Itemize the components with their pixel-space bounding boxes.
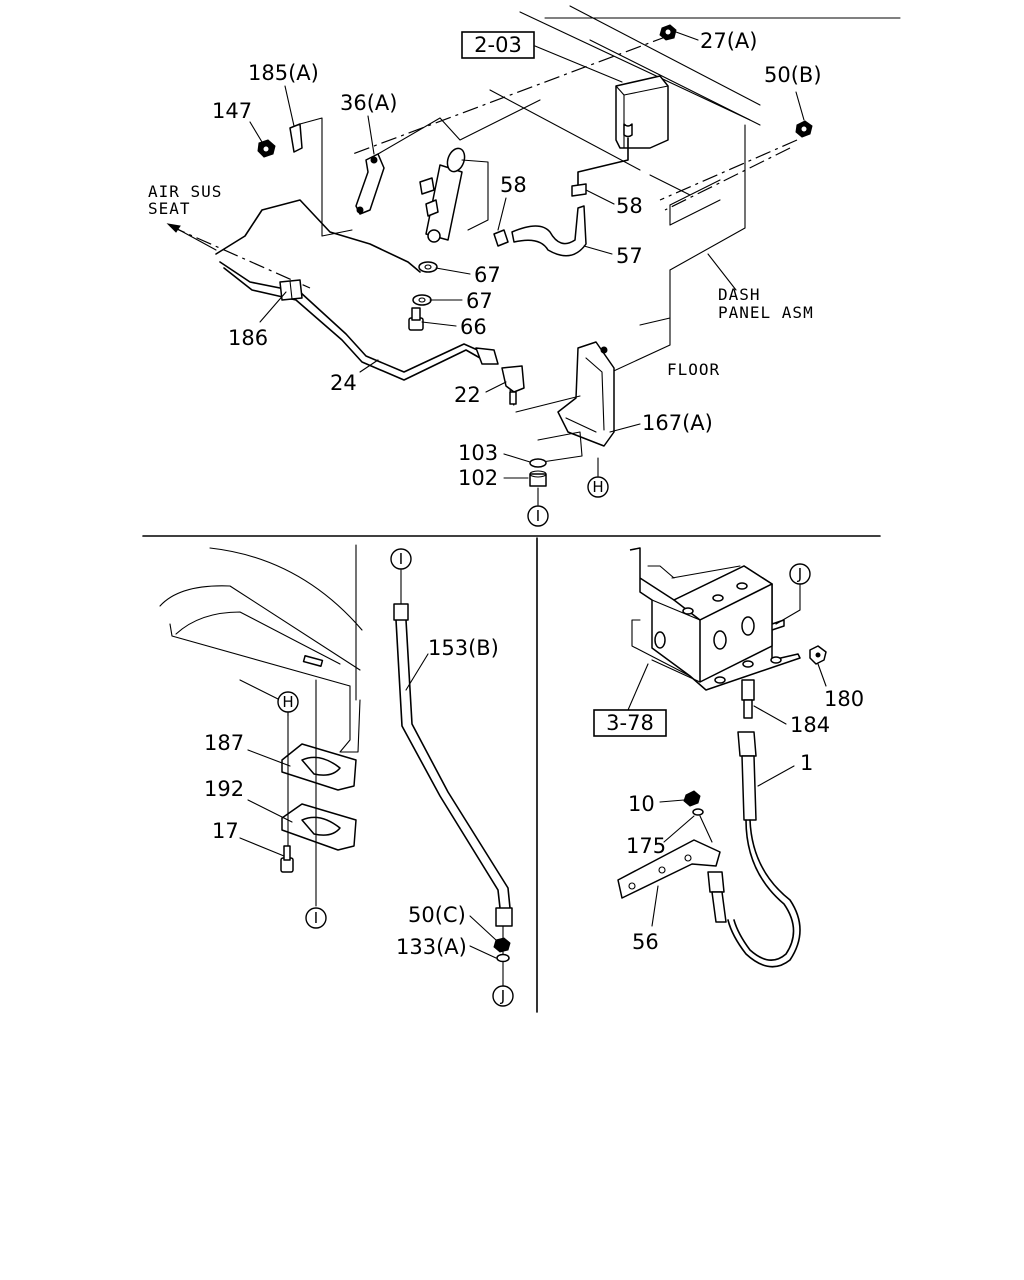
label-187: 187 xyxy=(204,731,244,755)
label-167a: 167(A) xyxy=(642,411,713,435)
nut-180 xyxy=(809,645,827,665)
label-186: 186 xyxy=(228,326,268,350)
connector-mark-j-block: J xyxy=(789,563,811,585)
bracket-185a xyxy=(289,117,353,237)
pipe-153b xyxy=(393,569,513,987)
nut-10 xyxy=(683,790,701,807)
pipe-24 xyxy=(215,199,499,381)
label-192: 192 xyxy=(204,777,244,801)
nut-147 xyxy=(257,139,276,158)
label-27a: 27(A) xyxy=(700,29,757,53)
ref-box-2-03[interactable]: 2-03 xyxy=(461,31,535,59)
clamp-186 xyxy=(279,279,303,301)
section-dividers xyxy=(142,535,881,1013)
hose-1 xyxy=(727,731,801,968)
washer-67-lower xyxy=(412,294,432,306)
label-133a: 133(A) xyxy=(396,935,467,959)
label-56: 56 xyxy=(632,930,659,954)
label-67-lower: 67 xyxy=(466,289,493,313)
svg-text:H: H xyxy=(282,693,293,711)
label-17: 17 xyxy=(212,819,239,843)
bracket-56 xyxy=(617,839,721,899)
washer-133a xyxy=(496,953,510,963)
nut-50c xyxy=(493,937,511,953)
note-dash-panel: DASH PANEL ASM xyxy=(718,285,814,322)
nut-102 xyxy=(529,470,547,487)
label-66: 66 xyxy=(460,315,487,339)
bracket-36a xyxy=(355,99,541,215)
connector-mark-h-bracket: H xyxy=(277,691,299,713)
svg-text:I: I xyxy=(314,909,318,927)
floor-panel-outline xyxy=(159,544,363,753)
label-36a: 36(A) xyxy=(340,91,397,115)
label-147: 147 xyxy=(212,99,252,123)
part-labels: 27(A) 50(B) 185(A) 36(A) 147 58 58 57 67… xyxy=(204,29,864,959)
ref-box-2-03-label: 2-03 xyxy=(474,33,522,57)
dash-panel-outline xyxy=(489,5,901,376)
label-102: 102 xyxy=(458,466,498,490)
bolt-17 xyxy=(280,845,294,873)
washer-103 xyxy=(529,458,547,468)
bolt-66 xyxy=(408,307,424,331)
label-58-right: 58 xyxy=(616,194,643,218)
connector-mark-i-bracket: I xyxy=(305,907,327,929)
ref-box-3-78-label: 3-78 xyxy=(606,711,654,735)
fitting-22 xyxy=(501,365,525,405)
label-50b: 50(B) xyxy=(764,63,822,87)
hose-57 xyxy=(511,205,587,257)
bracket-192 xyxy=(281,803,357,851)
washer-175 xyxy=(692,808,713,843)
connector-mark-j-pipe: J xyxy=(492,985,514,1007)
svg-text:J: J xyxy=(797,565,802,583)
centerlines-lower-left xyxy=(287,679,317,907)
nut-27a xyxy=(659,24,677,41)
reservoir-tank xyxy=(577,75,669,189)
nut-50b xyxy=(795,120,813,138)
label-184: 184 xyxy=(790,713,830,737)
ref-box-3-78[interactable]: 3-78 xyxy=(593,709,667,737)
clutch-cylinder xyxy=(419,147,489,243)
bracket-167a xyxy=(515,341,615,463)
washer-67-upper xyxy=(418,261,438,273)
svg-text:H: H xyxy=(592,478,603,496)
clip-58-left xyxy=(493,229,509,247)
note-floor: FLOOR xyxy=(667,360,720,379)
label-58-left: 58 xyxy=(500,173,527,197)
label-10: 10 xyxy=(628,792,655,816)
junction-block xyxy=(629,547,801,691)
clip-58-right xyxy=(571,183,587,197)
note-dash-line2: PANEL ASM xyxy=(718,303,814,322)
fitting-184 xyxy=(741,660,755,719)
label-50c: 50(C) xyxy=(408,903,466,927)
label-185a: 185(A) xyxy=(248,61,319,85)
connector-mark-i-top: I xyxy=(527,505,549,527)
leader-lines xyxy=(239,31,827,959)
label-57: 57 xyxy=(616,244,643,268)
note-air-sus-line2: SEAT xyxy=(148,199,191,218)
bracket-187 xyxy=(281,743,357,791)
svg-text:I: I xyxy=(536,507,540,525)
label-67-upper: 67 xyxy=(474,263,501,287)
note-dash-line1: DASH xyxy=(718,285,761,304)
connector-mark-i-pipe: I xyxy=(390,548,412,570)
connector-hose-end xyxy=(707,871,727,923)
label-103: 103 xyxy=(458,441,498,465)
label-175: 175 xyxy=(626,834,666,858)
connector-mark-h-top: H xyxy=(587,476,609,498)
label-24: 24 xyxy=(330,371,357,395)
label-1: 1 xyxy=(800,751,813,775)
label-180: 180 xyxy=(824,687,864,711)
svg-text:J: J xyxy=(500,987,505,1005)
note-air-sus-seat: AIR SUS SEAT xyxy=(148,182,222,251)
note-air-sus-line1: AIR SUS xyxy=(148,182,222,201)
label-22: 22 xyxy=(454,383,481,407)
svg-text:I: I xyxy=(399,550,403,568)
connector-marks: H I I H I J J xyxy=(277,476,811,1007)
label-153b: 153(B) xyxy=(428,636,499,660)
